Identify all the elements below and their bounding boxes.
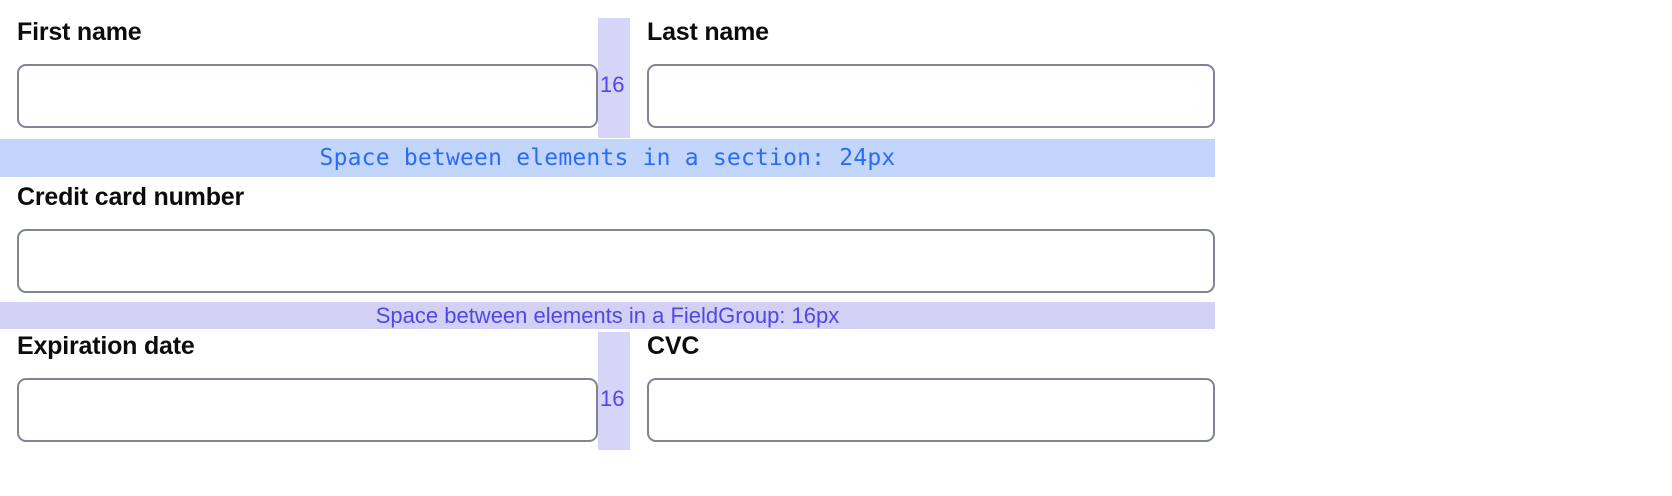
expiration-date-input[interactable] [17,378,598,442]
last-name-field: Last name [630,18,1215,138]
name-row: First name 16 Last name [0,18,1215,138]
first-name-label: First name [17,18,142,46]
column-gap-annotation-expiry-row: 16 [598,332,630,450]
expiration-date-field: Expiration date [0,332,598,450]
fieldgroup-spacing-annotation-band: Space between elements in a FieldGroup: … [0,302,1215,329]
credit-card-number-label: Credit card number [17,183,245,211]
first-name-field: First name [0,18,598,138]
cvc-input[interactable] [647,378,1215,442]
column-gap-label: 16 [600,72,625,97]
expiration-date-label: Expiration date [17,332,195,360]
section-spacing-annotation-band: Space between elements in a section: 24p… [0,139,1215,177]
last-name-input[interactable] [647,64,1215,128]
column-gap-annotation-name-row: 16 [598,18,630,138]
section-spacing-annotation-text: Space between elements in a section: 24p… [319,145,896,171]
card-row: Credit card number [0,183,1215,298]
last-name-label: Last name [647,18,769,46]
credit-card-number-field: Credit card number [0,183,1215,298]
credit-card-number-input[interactable] [17,229,1215,293]
fieldgroup-spacing-annotation-text: Space between elements in a FieldGroup: … [375,302,840,328]
column-gap-label: 16 [600,386,625,411]
expiry-row: Expiration date 16 CVC [0,332,1215,450]
cvc-label: CVC [647,332,700,360]
first-name-input[interactable] [17,64,598,128]
cvc-field: CVC [630,332,1215,450]
